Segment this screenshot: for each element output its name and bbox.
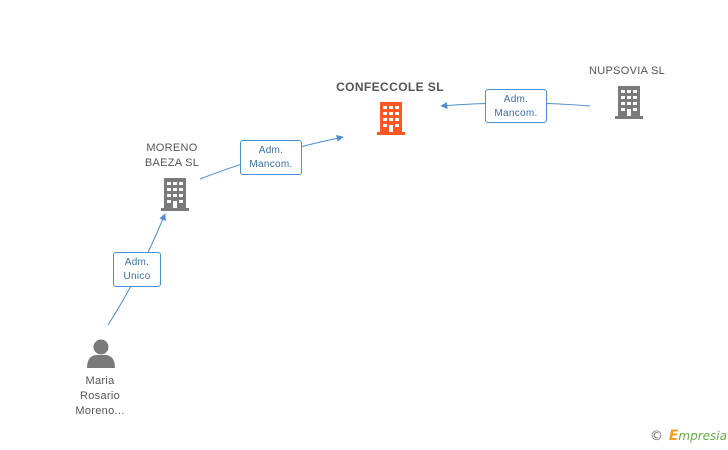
node-label-confeccole[interactable]: CONFECCOLE SL (330, 80, 450, 95)
copyright-symbol: © (650, 429, 663, 444)
building-icon[interactable] (377, 102, 405, 135)
company-name-line: MORENO (146, 142, 198, 154)
node-label-maria[interactable]: Maria Rosario Moreno... (55, 374, 145, 419)
role-line: Adm. (124, 257, 150, 268)
role-line: Mancom. (494, 108, 538, 119)
edge-label-maria: Adm. Unico (113, 252, 161, 287)
person-icon[interactable] (87, 339, 115, 369)
role-line: Unico (123, 271, 151, 282)
company-name: NUPSOVIA SL (588, 65, 666, 77)
person-name-line: Maria (85, 375, 115, 387)
building-icon[interactable] (161, 178, 189, 211)
empresia-watermark: © Empresia (650, 428, 727, 444)
node-label-nupsovia[interactable]: NUPSOVIA SL (574, 64, 680, 79)
brand-initial: E (668, 428, 679, 444)
company-name: CONFECCOLE SL (336, 80, 444, 94)
edge-label-moreno: Adm. Mancom. (240, 140, 302, 175)
edge-label-nupsovia: Adm. Mancom. (485, 89, 547, 123)
brand-name: mpresia (678, 429, 727, 443)
person-name-line: Rosario (79, 390, 120, 402)
role-line: Adm. (503, 94, 529, 105)
building-icon[interactable] (615, 86, 643, 119)
company-name-line: BAEZA SL (144, 157, 200, 169)
role-line: Adm. (258, 145, 284, 156)
node-label-moreno[interactable]: MORENO BAEZA SL (127, 141, 217, 171)
role-line: Mancom. (249, 159, 293, 170)
person-name-line: Moreno... (75, 405, 125, 417)
